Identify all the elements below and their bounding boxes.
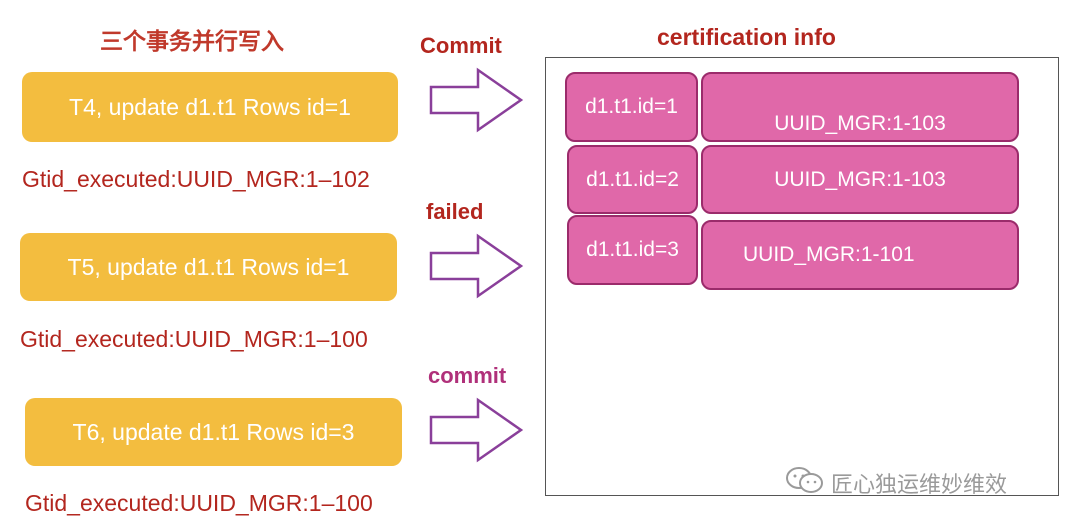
gtid-executed-t5: Gtid_executed:UUID_MGR:1–100 bbox=[20, 326, 368, 352]
gtid-executed-t4: Gtid_executed:UUID_MGR:1–102 bbox=[22, 166, 370, 192]
right-arrow-icon bbox=[428, 397, 524, 463]
transaction-box-t6: T6, update d1.t1 Rows id=3 bbox=[25, 398, 402, 466]
cert-key: d1.t1.id=3 bbox=[586, 238, 679, 261]
cert-key-cell: d1.t1.id=1 bbox=[565, 72, 698, 142]
watermark: 匠心独运维妙维效 bbox=[785, 466, 1007, 500]
arrow-label-commit-t6: commit bbox=[428, 363, 507, 388]
cert-value-cell: UUID_MGR:1-101 bbox=[701, 220, 1019, 290]
right-arrow-icon bbox=[428, 233, 524, 299]
arrow-label-failed-t5: failed bbox=[426, 199, 484, 224]
certification-title: certification info bbox=[657, 24, 836, 50]
wechat-icon bbox=[785, 466, 825, 500]
right-arrow-icon bbox=[428, 67, 524, 133]
cert-value: UUID_MGR:1-103 bbox=[774, 112, 946, 135]
cert-value-cell: UUID_MGR:1-103 bbox=[701, 72, 1019, 142]
transaction-label: T6, update d1.t1 Rows id=3 bbox=[72, 418, 355, 445]
cert-key-cell: d1.t1.id=3 bbox=[567, 215, 698, 285]
transaction-label: T4, update d1.t1 Rows id=1 bbox=[69, 93, 351, 120]
watermark-text: 匠心独运维妙维效 bbox=[831, 472, 1008, 497]
cert-key: d1.t1.id=1 bbox=[585, 95, 678, 118]
transaction-label: T5, update d1.t1 Rows id=1 bbox=[67, 253, 350, 280]
cert-key-cell: d1.t1.id=2 bbox=[567, 145, 698, 214]
cert-value: UUID_MGR:1-103 bbox=[774, 167, 946, 191]
cert-value-cell: UUID_MGR:1-103 bbox=[701, 145, 1019, 214]
arrow-label-commit-t4: Commit bbox=[420, 33, 502, 58]
transaction-box-t4: T4, update d1.t1 Rows id=1 bbox=[22, 72, 398, 142]
transaction-box-t5: T5, update d1.t1 Rows id=1 bbox=[20, 233, 397, 301]
cert-value: UUID_MGR:1-101 bbox=[743, 243, 915, 266]
gtid-executed-t6: Gtid_executed:UUID_MGR:1–100 bbox=[25, 490, 373, 516]
diagram-title: 三个事务并行写入 bbox=[100, 28, 284, 54]
cert-key: d1.t1.id=2 bbox=[586, 167, 679, 191]
